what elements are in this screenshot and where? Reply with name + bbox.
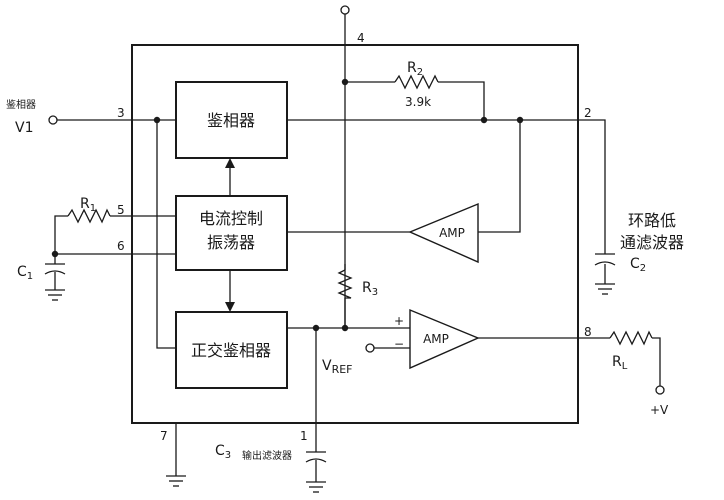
pin4-terminal — [340, 5, 350, 15]
r2-label: R2 — [407, 60, 423, 78]
ground-icon — [45, 289, 65, 301]
c1-capacitor — [44, 263, 66, 275]
input-caption: 鉴相器 — [6, 98, 36, 111]
r2-resistor — [394, 74, 439, 90]
vref-terminal — [365, 343, 375, 353]
r3-resistor — [337, 269, 353, 299]
arrow-down-icon — [225, 302, 235, 312]
output-amp-label: AMP — [423, 332, 449, 346]
pin-6-label: 6 — [117, 239, 125, 253]
pin-4-label: 4 — [357, 31, 365, 45]
quad-detector-label: 正交鉴相器 — [191, 341, 271, 360]
junction-dot — [516, 116, 524, 124]
c2-capacitor — [594, 253, 616, 266]
plus-sign: + — [394, 314, 404, 328]
rl-resistor — [609, 330, 653, 346]
r2-wire — [345, 81, 485, 120]
output-rl-wire — [478, 337, 661, 386]
c3-label: C3 — [215, 443, 231, 461]
c3-caption: 输出滤波器 — [242, 449, 292, 462]
minus-sign: − — [394, 337, 404, 351]
pin-5-label: 5 — [117, 203, 125, 217]
ground-icon — [166, 475, 186, 487]
r1-pin5-wire — [54, 215, 176, 254]
junction-dot — [341, 78, 349, 86]
ground-icon — [595, 283, 615, 295]
loop-filter-label-line2: 通滤波器 — [620, 233, 684, 252]
pin2-output-wire — [287, 119, 606, 254]
r3-label: R3 — [362, 280, 378, 298]
cco-label-line1: 电流控制 — [199, 209, 263, 228]
pin-8-label: 8 — [584, 325, 592, 339]
rl-label: RL — [612, 354, 628, 372]
v1-label: V1 — [15, 120, 33, 136]
r1-label: R1 — [80, 196, 96, 214]
amp-feedback-wire — [478, 120, 521, 233]
v1-terminal — [48, 115, 58, 125]
pin-7-label: 7 — [160, 429, 168, 443]
supply-label: +V — [650, 403, 669, 417]
r2-value: 3.9k — [405, 95, 431, 109]
ground-icon — [306, 481, 326, 493]
pin-3-label: 3 — [117, 106, 125, 120]
c1-label: C1 — [17, 264, 33, 282]
vref-label: VREF — [322, 358, 353, 376]
junction-dot — [341, 324, 349, 332]
input-bus-wire — [156, 120, 176, 349]
phase-detector-label: 鉴相器 — [207, 111, 255, 130]
ic-package-outline — [131, 44, 579, 424]
junction-dot — [480, 116, 488, 124]
junction-dot — [153, 116, 161, 124]
feedback-amp — [408, 202, 479, 264]
junction-dot — [51, 250, 59, 258]
arrow-up-icon — [225, 158, 235, 168]
junction-dot — [312, 324, 320, 332]
c3-capacitor — [305, 451, 327, 463]
r1-resistor — [67, 208, 111, 224]
output-amp — [409, 308, 480, 370]
feedback-amp-label: AMP — [439, 226, 465, 240]
cco-label-line2: 振荡器 — [207, 233, 255, 252]
supply-terminal — [655, 385, 665, 395]
pin-1-label: 1 — [300, 429, 308, 443]
phase-detector-block — [175, 81, 288, 159]
loop-filter-label-line1: 环路低 — [628, 211, 676, 230]
c2-label: C2 — [630, 256, 646, 274]
pin-2-label: 2 — [584, 106, 592, 120]
cco-block — [175, 195, 288, 271]
quad-detector-block — [175, 311, 288, 389]
